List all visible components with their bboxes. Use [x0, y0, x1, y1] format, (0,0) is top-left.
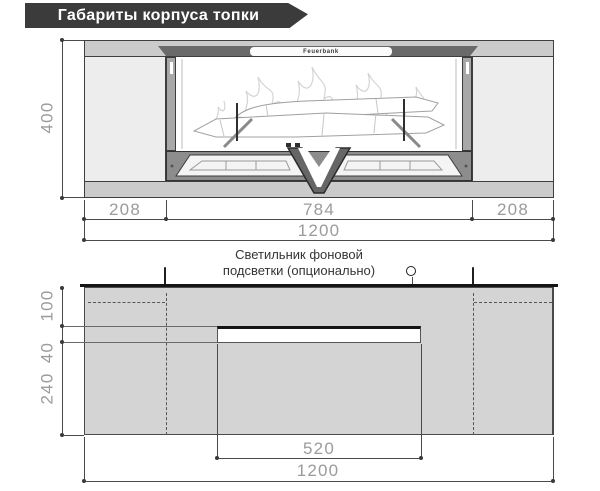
column-slot	[466, 62, 469, 74]
left-panel	[85, 57, 166, 181]
light-rod-icon	[164, 267, 166, 284]
dim-ext	[421, 344, 422, 459]
lamp-marker-icon	[406, 266, 416, 276]
dim-ext	[472, 200, 473, 221]
flames-and-logs-art	[181, 59, 457, 149]
dim-label-firebox-784: 784	[303, 200, 335, 219]
hidden-edge-dashed	[166, 293, 167, 435]
dim-line-520	[217, 458, 421, 459]
dim-line-row1	[84, 219, 553, 220]
dim-label-plan-total-1200: 1200	[296, 461, 340, 480]
dim-dot	[551, 217, 555, 221]
brand-logo-text: Feuerbank	[303, 48, 339, 55]
plan-notch	[217, 326, 421, 343]
dim-label-right-208: 208	[497, 200, 529, 219]
title-banner: Габариты корпуса топки	[25, 3, 308, 28]
dim-line-height-400	[62, 40, 63, 198]
fireplace-front-view: Feuerbank	[84, 40, 554, 198]
dim-dot	[215, 456, 219, 460]
dim-dot	[419, 456, 423, 460]
dim-dot	[470, 217, 474, 221]
dim-label-notch-520: 520	[303, 439, 335, 458]
dim-dot	[82, 479, 86, 483]
dim-line-depths	[62, 287, 63, 435]
brand-v-logo-icon	[287, 147, 352, 194]
firebox	[166, 57, 472, 181]
hidden-edge-dashed	[474, 302, 552, 303]
dim-label-left-208: 208	[109, 200, 141, 219]
dim-label-height: 400	[37, 101, 57, 134]
backlight-note-line2: подсветки (опционально)	[222, 263, 376, 278]
dim-ext-bottom	[62, 197, 84, 198]
dim-dot	[82, 238, 86, 242]
backlight-note: Светильник фоновой подсветки (опциональн…	[193, 247, 405, 279]
light-rod-icon	[472, 267, 474, 284]
dim-dot	[60, 38, 64, 42]
dim-dot	[60, 196, 64, 200]
logo-plate: Feuerbank	[250, 47, 392, 56]
firebox-left-column	[166, 57, 176, 151]
depth-line-100	[62, 326, 217, 327]
plan-body	[84, 287, 554, 435]
firebox-right-column	[462, 57, 472, 151]
dim-label-front-100: 100	[37, 289, 57, 322]
column-slot	[170, 62, 173, 74]
dim-dot	[82, 217, 86, 221]
dim-label-notch-40: 40	[37, 341, 57, 364]
dim-ext	[84, 437, 85, 482]
dim-dot	[551, 238, 555, 242]
plan-front-edge	[80, 284, 558, 287]
dim-dot	[60, 286, 64, 290]
hidden-edge-dashed	[88, 302, 165, 303]
dim-dot	[551, 479, 555, 483]
depth-line-140	[62, 342, 217, 343]
dim-label-total-1200: 1200	[297, 221, 341, 240]
hidden-edge-dashed	[473, 293, 474, 435]
dim-ext	[62, 435, 84, 436]
dim-line-row2	[84, 240, 553, 241]
backlight-note-line1: Светильник фоновой	[235, 247, 363, 262]
dim-dot	[60, 340, 64, 344]
dim-dot	[60, 433, 64, 437]
dim-ext	[166, 200, 167, 221]
dim-label-body-240: 240	[37, 372, 57, 405]
dim-ext	[217, 344, 218, 459]
page-title: Габариты корпуса топки	[57, 6, 260, 24]
dim-ext	[553, 437, 554, 482]
dim-dot	[164, 217, 168, 221]
dim-ext-top	[62, 40, 84, 41]
dim-line-1200	[84, 481, 553, 482]
dim-dot	[60, 324, 64, 328]
right-panel	[472, 57, 553, 181]
